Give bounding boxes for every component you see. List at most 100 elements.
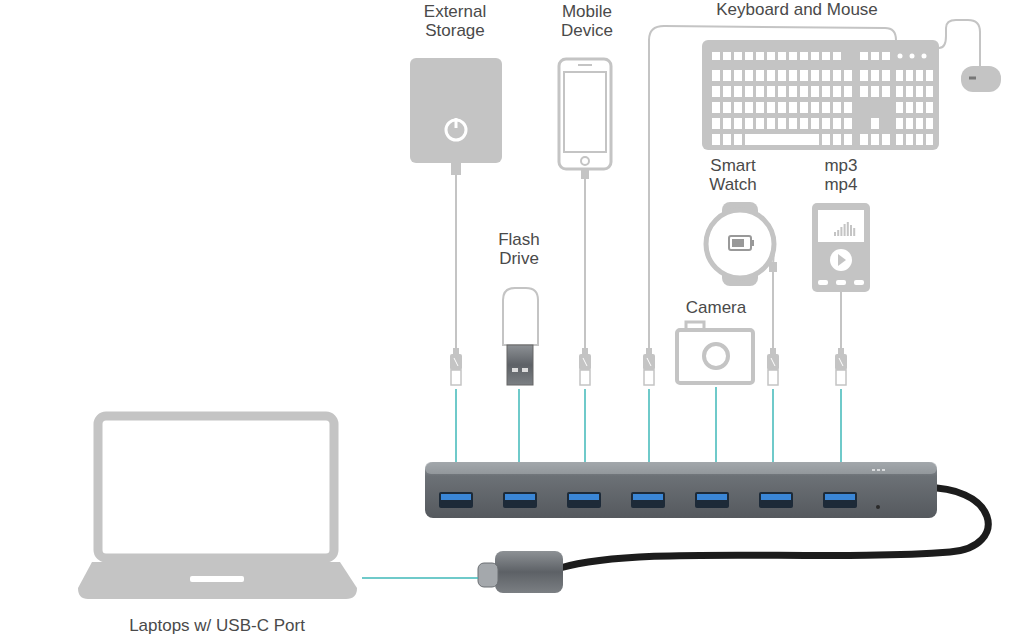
key	[860, 134, 868, 145]
key	[745, 102, 753, 113]
phone-screen	[564, 72, 606, 152]
key	[844, 70, 852, 81]
status-led	[876, 505, 880, 509]
key	[800, 86, 808, 97]
key	[756, 118, 764, 129]
key	[767, 86, 775, 97]
key	[833, 52, 841, 60]
port-tongue	[441, 494, 471, 500]
plug-grip	[643, 354, 655, 370]
key	[822, 118, 830, 129]
key	[723, 134, 731, 145]
key	[916, 118, 923, 129]
player-key	[854, 280, 864, 285]
plug-metal	[451, 370, 461, 385]
battery-level	[732, 239, 744, 247]
key	[833, 102, 841, 113]
port-tongue	[505, 494, 535, 500]
key	[712, 52, 720, 60]
port-tongue	[825, 494, 855, 500]
cable-boot	[581, 169, 589, 179]
key	[882, 52, 890, 60]
camera-lens	[704, 344, 728, 368]
key	[778, 52, 786, 60]
camera-icon	[677, 322, 753, 383]
plug-metal	[836, 370, 846, 385]
indicator-light	[898, 54, 903, 59]
hub-top-edge	[425, 462, 937, 474]
player-key	[818, 280, 828, 285]
key	[734, 134, 742, 145]
cable	[455, 175, 457, 350]
device-label: Flash Drive	[498, 230, 540, 268]
usb-symbol	[771, 358, 775, 366]
key	[745, 86, 753, 97]
hub-marks	[872, 469, 885, 471]
usb-symbol	[454, 358, 458, 366]
drive-body	[503, 288, 538, 345]
indicator-light	[922, 54, 927, 59]
key	[789, 102, 797, 113]
key	[789, 52, 797, 60]
cable	[840, 292, 842, 350]
laptop-base	[78, 562, 357, 599]
hub-ports	[439, 492, 857, 508]
hub-mark	[877, 469, 880, 471]
key	[800, 102, 808, 113]
key	[871, 118, 879, 129]
keyboard-body	[702, 40, 939, 150]
key	[860, 70, 868, 81]
connector-hole	[522, 368, 528, 372]
key	[767, 70, 775, 81]
key	[723, 102, 731, 113]
key	[778, 118, 786, 129]
device-label: External Storage	[424, 2, 486, 40]
plug-grip	[835, 354, 847, 370]
key	[916, 86, 923, 97]
guide-line	[362, 577, 478, 579]
hub-body	[425, 462, 937, 518]
device-label: Keyboard and Mouse	[716, 0, 878, 19]
equalizer-bar	[834, 232, 836, 236]
player-body	[812, 203, 870, 292]
usb-c-tip	[478, 563, 498, 587]
device-label: Camera	[686, 298, 746, 317]
key	[916, 70, 923, 81]
key	[896, 86, 903, 97]
usb-port	[503, 492, 537, 508]
key	[844, 118, 852, 129]
key	[833, 134, 841, 145]
plug-grip	[450, 354, 462, 370]
key	[745, 52, 753, 60]
key	[712, 102, 720, 113]
battery-tip	[751, 240, 754, 246]
plug-neck	[582, 348, 588, 354]
smart-watch-icon	[706, 202, 777, 350]
usb-port	[439, 492, 473, 508]
port-tongue	[633, 494, 663, 500]
keyboard-keys	[712, 52, 933, 145]
usb-symbol	[647, 358, 651, 366]
usb-port	[695, 492, 729, 508]
key	[756, 86, 764, 97]
power-symbol	[455, 118, 458, 128]
home-button	[581, 157, 589, 165]
usb-c-housing	[495, 551, 563, 593]
key	[896, 134, 903, 145]
key	[833, 118, 841, 129]
key	[723, 118, 731, 129]
key	[844, 86, 852, 97]
key	[906, 134, 913, 145]
key	[756, 70, 764, 81]
key	[811, 102, 819, 113]
device-label: Laptops w/ USB-C Port	[129, 616, 305, 635]
port-tongue	[697, 494, 727, 500]
key	[926, 102, 933, 113]
key	[712, 86, 720, 97]
key	[871, 86, 879, 97]
equalizer-bar	[837, 230, 839, 236]
watch-face	[706, 210, 774, 278]
play-button	[830, 249, 852, 271]
